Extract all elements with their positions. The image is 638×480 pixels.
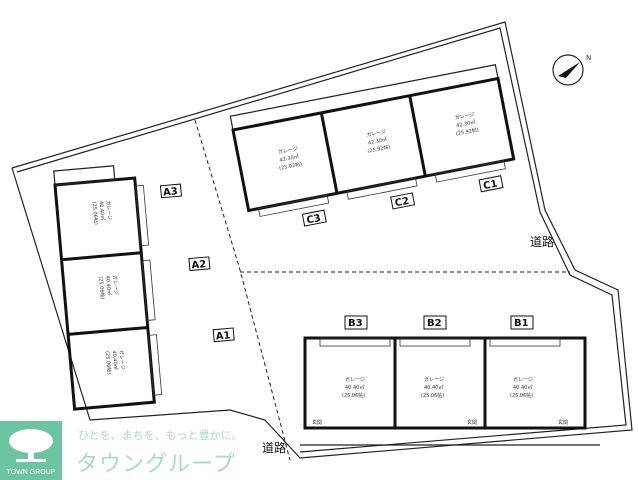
logo-brand: タウングループ [76, 452, 236, 477]
svg-text:B3: B3 [348, 318, 363, 329]
svg-text:A3: A3 [163, 186, 179, 198]
svg-text:(25.06帖): (25.06帖) [104, 351, 113, 375]
svg-text:ガレージ: ガレージ [118, 350, 127, 370]
building-c: ガレージ 42.30㎡ (25.92帖) C3 ガレージ 42.30㎡ (25.… [229, 64, 516, 229]
svg-text:40.40㎡: 40.40㎡ [345, 384, 364, 391]
lot-line [194, 119, 291, 461]
svg-text:ガレージ: ガレージ [105, 200, 114, 220]
svg-text:B1: B1 [514, 318, 529, 329]
unit-b2[interactable]: B2 ガレージ 40.40㎡ (25.06帖) 玄関 [421, 315, 477, 426]
unit-b3[interactable]: B3 ガレージ 40.40㎡ (25.06帖) 玄関 [312, 315, 368, 426]
svg-text:42.30㎡: 42.30㎡ [279, 153, 299, 164]
svg-text:玄関: 玄関 [558, 419, 568, 426]
svg-text:ガレージ: ガレージ [454, 111, 475, 122]
svg-text:40.40㎡: 40.40㎡ [424, 384, 443, 391]
unit-c1[interactable]: ガレージ 42.30㎡ (25.92帖) C1 [452, 108, 504, 195]
svg-text:A1: A1 [215, 330, 231, 342]
svg-text:(25.06帖): (25.06帖) [97, 276, 106, 300]
svg-text:ガレージ: ガレージ [111, 275, 120, 295]
svg-text:玄関: 玄関 [312, 419, 322, 426]
svg-text:(25.06帖): (25.06帖) [342, 392, 365, 399]
svg-text:ガレージ: ガレージ [277, 145, 298, 156]
svg-text:(25.92帖): (25.92帖) [455, 126, 479, 137]
svg-text:C1: C1 [482, 179, 498, 193]
svg-text:C3: C3 [306, 213, 322, 227]
logo-name: TOWN GROUP [6, 469, 56, 476]
svg-text:42.30㎡: 42.30㎡ [367, 136, 387, 147]
town-group-logo: TOWN GROUP [0, 421, 62, 480]
svg-text:ガレージ: ガレージ [424, 376, 444, 383]
svg-text:(25.06帖): (25.06帖) [421, 392, 444, 399]
svg-text:A2: A2 [191, 259, 207, 271]
building-b: B3 ガレージ 40.40㎡ (25.06帖) 玄関 B2 ガレージ 40.40… [300, 315, 600, 446]
site-boundary [11, 21, 633, 459]
svg-text:ガレージ: ガレージ [345, 376, 365, 383]
north-label: N [586, 54, 591, 62]
unit-b1[interactable]: B1 ガレージ 40.40㎡ (25.06帖) 玄関 [510, 315, 568, 426]
svg-text:42.30㎡: 42.30㎡ [456, 119, 476, 130]
svg-text:(25.92帖): (25.92帖) [367, 143, 391, 154]
svg-text:(25.06帖): (25.06帖) [510, 392, 533, 399]
site-boundary-inner [16, 27, 627, 453]
svg-text:40.40㎡: 40.40㎡ [513, 384, 532, 391]
svg-text:40.40㎡: 40.40㎡ [111, 350, 120, 370]
unit-c3[interactable]: ガレージ 42.30㎡ (25.92帖) C3 [275, 142, 327, 229]
svg-text:(25.06帖): (25.06帖) [91, 201, 100, 225]
logo-tagline: ひとを、まちを、もっと豊かに。 [78, 429, 243, 442]
unit-c2[interactable]: ガレージ 42.30㎡ (25.92帖) C2 [364, 125, 416, 212]
svg-text:B2: B2 [427, 318, 442, 329]
compass-icon: N [552, 54, 591, 86]
svg-text:(25.92帖): (25.92帖) [279, 161, 303, 172]
road-label-east: 道路 [530, 234, 554, 249]
svg-text:40.40㎡: 40.40㎡ [98, 201, 107, 221]
svg-text:ガレージ: ガレージ [366, 128, 387, 139]
svg-text:40.40㎡: 40.40㎡ [104, 275, 113, 295]
svg-text:ガレージ: ガレージ [513, 376, 533, 383]
svg-text:玄関: 玄関 [467, 419, 477, 426]
road-label-south: 道路 [262, 440, 286, 455]
svg-text:C2: C2 [394, 196, 410, 210]
tree-icon [9, 429, 53, 462]
